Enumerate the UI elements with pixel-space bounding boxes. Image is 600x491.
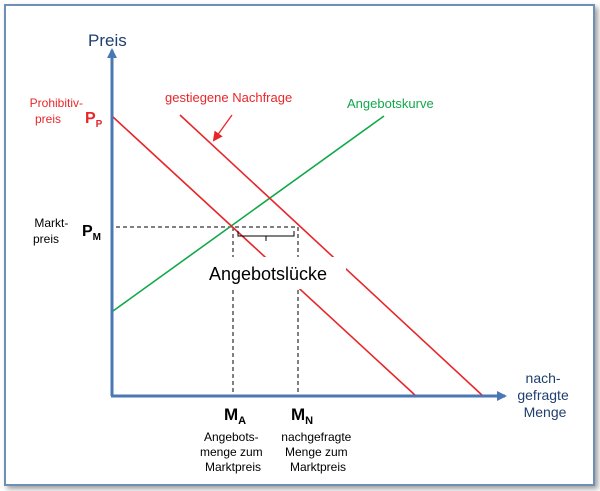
ma-label: MA — [224, 405, 246, 427]
market-price-line-2: preis — [33, 232, 59, 246]
original-demand-curve — [112, 116, 417, 397]
increased-demand-arrow — [212, 114, 233, 142]
prohibitive-price-line-2: preis — [35, 112, 61, 126]
market-price-label: Markt- preis — [33, 216, 72, 246]
gap-label-box — [190, 257, 346, 289]
gap-label: Angebotslücke — [209, 264, 327, 284]
mn-description-line-1: nachgefragte — [281, 430, 351, 444]
mn-description-line-3: Marktpreis — [290, 460, 346, 474]
ma-description-line-2: menge zum — [200, 445, 263, 459]
diagram-frame — [4, 4, 595, 486]
mn-description-line-2: Menge zum — [285, 445, 348, 459]
market-price-line-1: Markt- — [34, 216, 68, 230]
x-axis-label-line-2: gefragte — [517, 387, 569, 403]
x-axis-label: nach- gefragte Menge — [517, 370, 572, 420]
ma-description-line-1: Angebots- — [204, 430, 259, 444]
increased-demand-curve — [179, 114, 484, 397]
prohibitive-price-label: Prohibitiv- preis — [30, 96, 87, 126]
pp-label: PP — [85, 110, 103, 130]
x-axis-label-line-3: Menge — [524, 404, 567, 420]
supply-curve — [112, 115, 385, 312]
y-axis-label: Preis — [88, 31, 127, 50]
ma-description-line-3: Marktpreis — [205, 460, 261, 474]
supply-curve-label: Angebotskurve — [347, 96, 434, 111]
pm-label: PM — [82, 223, 101, 243]
prohibitive-price-line-1: Prohibitiv- — [30, 96, 83, 110]
mn-description: nachgefragte Menge zum Marktpreis — [281, 430, 354, 474]
mn-label: MN — [291, 405, 313, 427]
ma-description: Angebots- menge zum Marktpreis — [200, 430, 266, 474]
x-axis-label-line-1: nach- — [526, 370, 561, 386]
gap-bracket — [237, 231, 295, 241]
increased-demand-label: gestiegene Nachfrage — [165, 90, 292, 105]
